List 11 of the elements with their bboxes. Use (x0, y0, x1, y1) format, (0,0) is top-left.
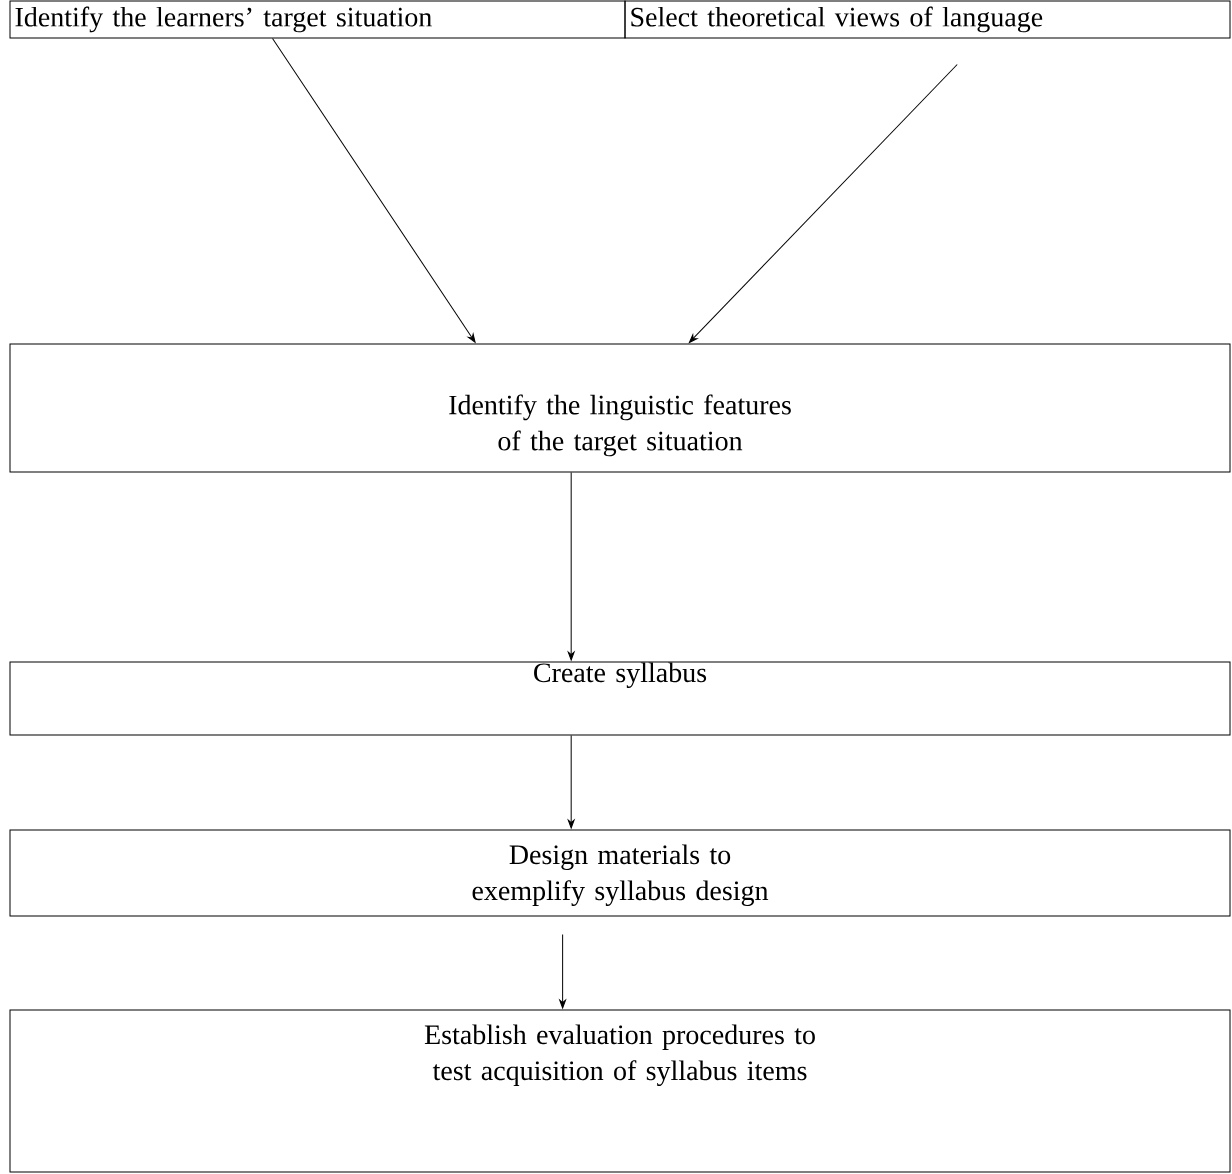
arrow (688, 64, 958, 343)
arrow (272, 38, 476, 343)
process-box: Create syllabus (9, 661, 1231, 736)
process-box: Design materials to exemplify syllabus design (9, 829, 1231, 917)
process-box: Establish evaluation procedures to test acquisition of syllabus items (9, 1009, 1231, 1173)
process-box: Select theoretical views of language (624, 0, 1231, 39)
process-box: Identify the linguistic features of the target situation (9, 343, 1231, 473)
arrow (567, 472, 575, 661)
arrow (559, 934, 566, 1009)
arrow (567, 735, 575, 829)
process-box: Identify the learners’ target situation (9, 0, 626, 39)
